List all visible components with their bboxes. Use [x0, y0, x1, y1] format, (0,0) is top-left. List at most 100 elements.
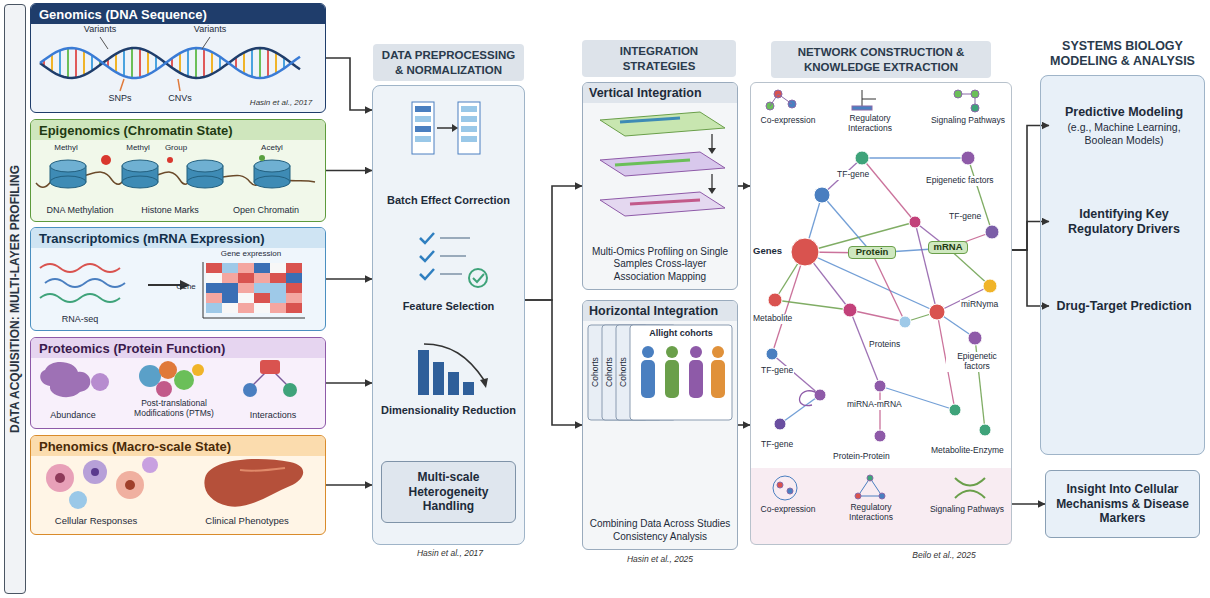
panel-heading: INTEGRATION STRATEGIES — [582, 40, 736, 77]
nucleosomes — [122, 160, 158, 172]
cohort-label: Cohorts — [617, 342, 629, 402]
heatmap-cell — [206, 293, 222, 303]
preprocessing-icons — [412, 102, 488, 395]
base-pair — [75, 48, 77, 77]
heatmap-cell — [222, 273, 238, 283]
cohort-cards — [712, 346, 724, 358]
box-fill — [381, 461, 516, 523]
heatmap-cell — [254, 293, 270, 303]
network-node — [843, 303, 857, 317]
box-body: Multi-Omics Profiling on Single Samples … — [587, 246, 733, 284]
heatmap-cell — [222, 293, 238, 303]
rna-and-heatmap — [148, 284, 180, 286]
preprocessing-icons — [461, 136, 477, 142]
vertical-layers — [600, 192, 725, 216]
connector-arrow — [1012, 222, 1049, 251]
box-fill — [582, 82, 738, 290]
box-label: Multi-scale Heterogeneity Handling — [382, 470, 515, 513]
variant-leaders — [120, 79, 124, 91]
network-node-label: mRNA — [928, 241, 968, 254]
network-icons — [975, 98, 976, 104]
output-box: Drug-Target Prediction — [1049, 281, 1199, 331]
nucleosomes — [50, 160, 86, 172]
network-node — [949, 404, 961, 416]
heatmap-cell — [222, 283, 238, 293]
protein-icons — [192, 364, 204, 376]
network-link — [872, 253, 905, 322]
caption: DNA Methylation — [38, 205, 122, 215]
network-node-label: Genes — [752, 246, 783, 257]
phenotype-icons — [142, 457, 158, 473]
network-node — [983, 279, 997, 293]
nucleosomes — [167, 157, 173, 163]
caption: Histone Marks — [134, 205, 206, 215]
network-node-label: Proteins — [868, 340, 901, 350]
variant-leaders — [202, 37, 210, 49]
heatmap-cell — [286, 273, 302, 283]
preprocessing-icons — [461, 126, 477, 132]
preprocessing-icons — [415, 106, 431, 112]
output-box: Identifying Key Regulatory Drivers — [1049, 194, 1199, 249]
connector-arrow — [1012, 250, 1049, 306]
callout: Methyl — [46, 143, 86, 152]
preprocessing-icons — [412, 102, 434, 154]
connector-arrow — [326, 382, 372, 384]
network-node — [814, 187, 830, 203]
base-pair — [267, 49, 269, 77]
network-icons — [867, 475, 873, 481]
preprocessing-icons — [418, 350, 429, 395]
box-heading: Epigenomics (Chromatin State) — [31, 120, 325, 140]
panel-group: INTEGRATION STRATEGIESVertical Integrati… — [578, 82, 740, 550]
dna-strand — [40, 48, 300, 78]
protein-icons — [243, 383, 257, 397]
base-pair — [91, 55, 93, 70]
cohort-cards — [666, 346, 678, 358]
network-node — [874, 380, 886, 392]
box-heading: Vertical Integration — [583, 83, 737, 103]
rna-and-heatmap — [203, 318, 305, 319]
axis-label: Gene expression — [203, 249, 299, 258]
network-icons — [862, 99, 876, 100]
cohort-label: Cohorts — [603, 342, 615, 402]
network-icons — [855, 493, 861, 499]
caption: RNA-seq — [48, 314, 112, 324]
nucleosomes — [50, 160, 290, 188]
preprocessing-icons — [440, 255, 466, 257]
base-pair — [115, 54, 117, 72]
callout: CNVs — [160, 93, 200, 103]
rna-and-heatmap — [203, 262, 204, 318]
variant-leaders — [178, 79, 180, 91]
heatmap-cell — [286, 303, 302, 313]
network-icons — [778, 94, 792, 104]
network-node-label: TF-gene — [948, 212, 982, 222]
protein-icons — [260, 360, 280, 374]
heatmap-cell — [254, 283, 270, 293]
rna-and-heatmap — [40, 264, 120, 272]
phenotype-icons — [91, 468, 99, 476]
heatmap-cell — [238, 283, 254, 293]
heatmap-cell — [206, 283, 222, 293]
step-label: Dimensionality Reduction — [378, 404, 519, 417]
heatmap-cell — [238, 273, 254, 283]
base-pair — [155, 56, 157, 70]
network-node-label: TF-gene — [836, 170, 870, 180]
caption: Clinical Phenotypes — [188, 516, 306, 527]
network-link — [879, 386, 880, 436]
box-fill — [372, 85, 525, 545]
network-node — [855, 151, 869, 165]
vertical-layers — [600, 152, 725, 176]
protein-icons — [174, 370, 194, 390]
box-label: Drug-Target Prediction — [1056, 299, 1191, 314]
phenotype-icons — [55, 473, 65, 483]
network-icons — [773, 476, 797, 500]
network-icons — [955, 478, 985, 498]
dna-strand — [40, 48, 300, 78]
network-node — [899, 316, 911, 328]
output-box: Insight Into Cellular Mechanisms & Disea… — [1045, 470, 1200, 538]
network-type: Co-expression — [752, 116, 824, 126]
vertical-layers — [615, 160, 690, 165]
vertical-layers — [600, 112, 725, 216]
nucleosomes — [187, 160, 223, 172]
base-pair — [243, 53, 245, 74]
vertical-layers — [711, 174, 712, 190]
